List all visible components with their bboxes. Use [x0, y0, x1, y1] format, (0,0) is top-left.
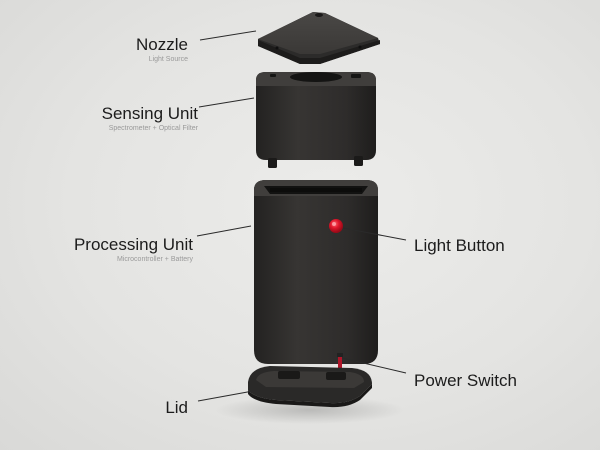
processing-unit-leader-line [197, 226, 251, 236]
nozzle-callout: Nozzle Light Source [136, 35, 188, 64]
sensing-unit-sublabel: Spectrometer + Optical Filter [102, 124, 198, 133]
nozzle-sublabel: Light Source [136, 55, 188, 64]
lid-label: Lid [165, 398, 188, 418]
nozzle-leader-line [200, 31, 256, 40]
nozzle-label: Nozzle [136, 35, 188, 55]
power-switch-label: Power Switch [414, 371, 517, 391]
light-button-label: Light Button [414, 236, 505, 256]
light-button-part [329, 219, 343, 233]
lid-callout: Lid [165, 398, 188, 418]
lid-leader-line [198, 391, 253, 401]
processing-unit-part [254, 180, 378, 364]
nozzle-part [258, 12, 380, 64]
processing-unit-sublabel: Microcontroller + Battery [74, 255, 193, 264]
sensing-unit-label: Sensing Unit [102, 104, 198, 124]
power-switch-callout: Power Switch [414, 371, 517, 391]
sensing-unit-leader-line [199, 98, 254, 107]
processing-unit-label: Processing Unit [74, 235, 193, 255]
sensing-unit-part [256, 72, 376, 168]
sensing-unit-callout: Sensing Unit Spectrometer + Optical Filt… [102, 104, 198, 133]
processing-unit-callout: Processing Unit Microcontroller + Batter… [74, 235, 193, 264]
light-button-callout: Light Button [414, 236, 505, 256]
lid-part [248, 366, 372, 407]
